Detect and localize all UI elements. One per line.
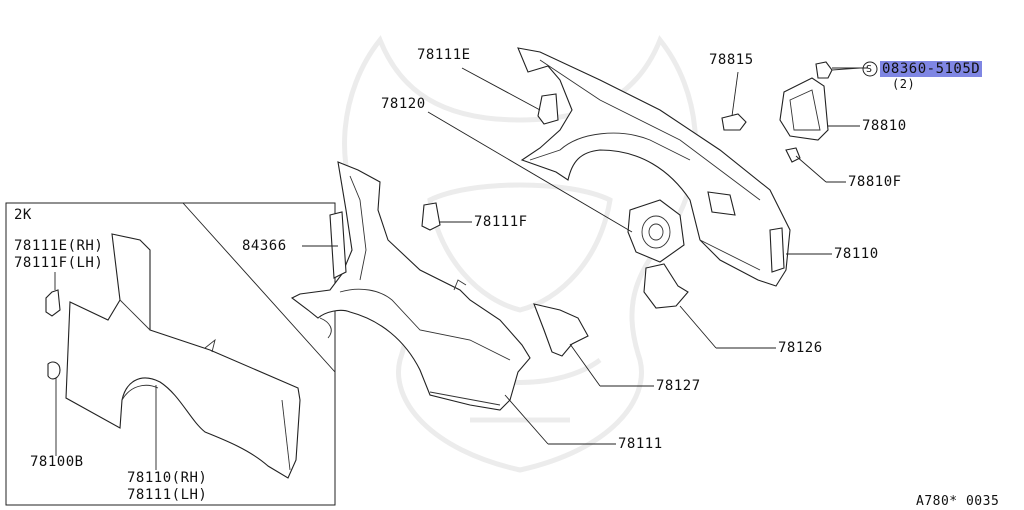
label-78111f: 78111F	[474, 214, 528, 230]
inset-bracket-78111e	[45, 289, 61, 317]
part-78810-fuel-lid	[779, 77, 829, 141]
label-84366: 84366	[242, 238, 287, 254]
label-78120: 78120	[381, 96, 426, 112]
label-78810f: 78810F	[848, 174, 902, 190]
part-78815-clip	[721, 113, 747, 131]
label-08360-qty: (2)	[892, 77, 916, 91]
inset-bracket-78100b	[47, 361, 61, 380]
part-78120-filler-pocket	[627, 199, 685, 263]
label-78111e: 78111E	[417, 47, 471, 63]
diagram-code: A780* 0035	[916, 494, 1000, 509]
part-78127-extension	[533, 303, 589, 357]
label-inset-78110-rh: 78110(RH)	[127, 470, 208, 486]
screw-symbol-letter: S	[866, 64, 873, 75]
label-78111: 78111	[618, 436, 663, 452]
label-inset-78111e-rh: 78111E(RH)	[14, 238, 104, 254]
inset-title: 2K	[14, 207, 32, 223]
inset-pointer-line	[182, 202, 336, 373]
part-78111f-bracket	[421, 202, 441, 231]
screw-symbol-circle	[862, 61, 878, 77]
label-08360-5105d: 08360-5105D	[880, 61, 983, 77]
inset-quarter-panel	[65, 233, 301, 479]
label-inset-78100b: 78100B	[30, 454, 84, 470]
label-08360-highlight: 08360-5105D	[880, 61, 983, 77]
part-78111e-bracket	[537, 93, 559, 125]
label-78810: 78810	[862, 118, 907, 134]
part-78111-quarter-panel	[290, 161, 531, 411]
label-78815: 78815	[709, 52, 754, 68]
label-inset-78111f-lh: 78111F(LH)	[14, 255, 104, 271]
part-08360-screw	[815, 61, 861, 79]
label-78110: 78110	[834, 246, 879, 262]
label-78127: 78127	[656, 378, 701, 394]
part-84366-strip	[329, 211, 347, 279]
part-78810f-bumper	[785, 147, 801, 163]
leader-lines	[302, 67, 868, 445]
label-inset-78111-lh: 78111(LH)	[127, 487, 208, 503]
part-78126-extension	[643, 263, 689, 309]
inset-frame	[5, 202, 336, 506]
part-78110-inner-panel	[517, 47, 791, 287]
label-78126: 78126	[778, 340, 823, 356]
